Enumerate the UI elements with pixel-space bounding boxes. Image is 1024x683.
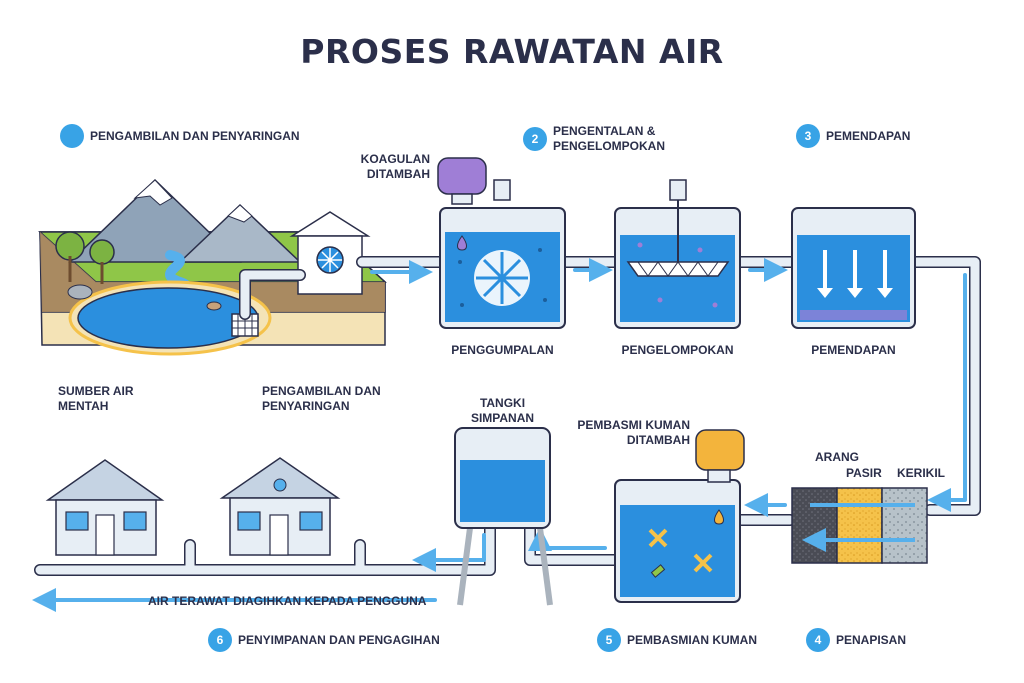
label-storage-tank: TANGKI SIMPANAN [470,396,535,425]
houses [45,457,341,556]
label-charcoal: ARANG [815,450,859,464]
disinfection-tank [614,429,745,603]
page-title: PROSES RAWATAN AIR [300,32,724,71]
label-flocculation: PENGELOMPOKAN [621,343,734,357]
label-sedimentation: PEMENDAPAN [811,343,896,357]
raw-water-landscape [38,178,387,356]
filter-layers [792,487,928,564]
step-1-intake: PENGAMBILAN DAN PENYARINGAN [60,124,300,148]
label-coagulant-added: KOAGULAN DITAMBAH [360,152,430,181]
coagulation-tank [437,157,566,329]
step-label: PEMBASMIAN KUMAN [627,632,757,647]
step-number-badge: 5 [597,628,621,652]
step-3-sedimentation: 3 PEMENDAPAN [796,124,910,148]
label-gravel: KERIKIL [897,466,945,480]
step-number-badge: 3 [796,124,820,148]
step-number-badge: 6 [208,628,232,652]
label-disinfectant-added: PEMBASMI KUMAN DITAMBAH [577,418,690,447]
step-label: PENGAMBILAN DAN PENYARINGAN [90,128,300,143]
step-label: PENGENTALAN & PENGELOMPOKAN [553,124,666,153]
step-label: PEMENDAPAN [826,128,911,143]
storage-tank [454,427,553,606]
label-coagulation: PENGGUMPALAN [451,343,554,357]
step-2-coagulation: 2 PENGENTALAN & PENGELOMPOKAN [523,124,665,154]
label-raw-water-source: SUMBER AIR MENTAH [58,384,134,413]
label-sand: PASIR [846,466,882,480]
step-4-filtration: 4 PENAPISAN [806,628,906,652]
flocculation-tank [614,179,741,329]
label-distribution: AIR TERAWAT DIAGIHKAN KEPADA PENGGUNA [148,594,427,608]
step-6-distribution: 6 PENYIMPANAN DAN PENGAGIHAN [208,628,440,652]
step-label: PENAPISAN [836,632,907,647]
sedimentation-tank [791,207,916,329]
step-5-disinfection: 5 PEMBASMIAN KUMAN [597,628,757,652]
step-number-badge [60,124,84,148]
step-number-badge: 4 [806,628,830,652]
label-intake-screening: PENGAMBILAN DAN PENYARINGAN [262,384,381,413]
step-number-badge: 2 [523,127,547,151]
step-label: PENYIMPANAN DAN PENGAGIHAN [238,632,440,647]
pipes [32,256,981,612]
